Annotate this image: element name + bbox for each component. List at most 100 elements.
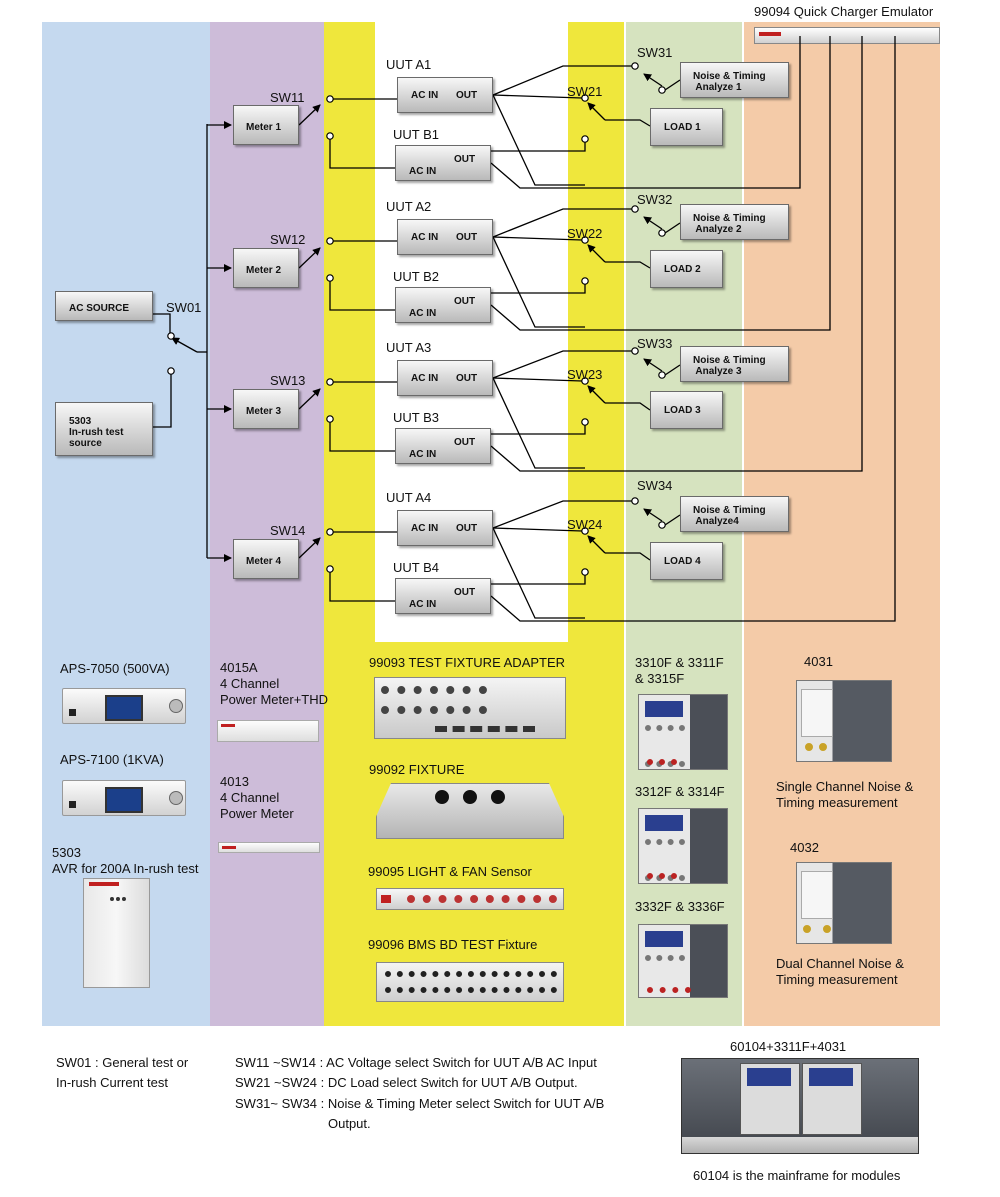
n4032-panel — [801, 871, 833, 919]
sw13-label: SW13 — [270, 373, 306, 388]
sw14-contact-a — [326, 528, 334, 536]
sw24-contact-a — [581, 527, 589, 535]
uut-a3-to-sw23 — [492, 377, 583, 382]
uut-a3-to-sw33 — [492, 350, 632, 379]
sw24-blade — [587, 535, 606, 554]
emulator-logo — [759, 32, 781, 36]
sw11-blade — [298, 104, 321, 126]
uut-a4-label: UUT A4 — [386, 490, 432, 505]
avr5303-device — [83, 878, 150, 988]
meter-3-label: Meter 3 — [246, 406, 282, 417]
sw31-blade — [643, 73, 663, 87]
mainframe-module-2 — [802, 1063, 862, 1135]
uut-a4-ret — [492, 527, 585, 619]
avr5303-label: 5303 AVR for 200A In-rush test — [52, 845, 199, 876]
uut-b2-to-emulator — [490, 36, 831, 331]
sw23-blade — [587, 385, 606, 404]
fix99095-ports — [407, 895, 557, 911]
sw22-to-load — [605, 261, 651, 269]
mainframe-module-1-screen — [747, 1068, 791, 1086]
uut-b1-acin: AC IN — [409, 166, 437, 177]
uut-a4-box: AC IN OUT — [397, 510, 493, 546]
sw11-to-uut-b — [329, 139, 395, 169]
load-3332-keys — [645, 955, 685, 987]
uut-a2-to-sw22 — [492, 236, 583, 241]
fix99096-terminals-bottom — [385, 987, 557, 999]
uut-a4-out: OUT — [456, 523, 478, 534]
load-3310-terminals — [647, 759, 677, 771]
legend-sw01-line2: In-rush Current test — [56, 1075, 168, 1090]
uut-b2-acin: AC IN — [409, 308, 437, 319]
aps7050-knob — [169, 699, 183, 713]
ac-source-box: AC SOURCE — [55, 291, 153, 321]
avr5303-panel — [89, 882, 119, 886]
sw32-contact-b — [658, 229, 666, 237]
sw22-label: SW22 — [567, 226, 603, 241]
fix99095-indicator — [381, 895, 391, 903]
fix99092-label: 99092 FIXTURE — [369, 762, 465, 777]
sw12-contact-a — [326, 237, 334, 245]
sw21-label: SW21 — [567, 84, 603, 99]
fix99095-device — [376, 888, 564, 910]
sw12-to-uut-b — [329, 281, 395, 311]
aps7100-knob — [169, 791, 183, 805]
mainframe-module-1 — [740, 1063, 800, 1135]
uut-a4-acin: AC IN — [411, 523, 439, 534]
inrush-source-wire — [153, 372, 172, 428]
meter-2-label: Meter 2 — [246, 265, 282, 276]
uut-a1-to-sw31 — [492, 65, 632, 96]
sw31-contact-a — [631, 62, 639, 70]
load-3332-screen — [645, 931, 683, 947]
sw14-blade — [298, 537, 321, 559]
meter-2-box: Meter 2 — [233, 248, 299, 288]
sw33-to-analyzer — [664, 364, 681, 376]
uut-a2-out: OUT — [456, 232, 478, 243]
uut-b4-label: UUT B4 — [393, 560, 439, 575]
uut-b3-label: UUT B3 — [393, 410, 439, 425]
sw23-label: SW23 — [567, 367, 603, 382]
analyzer-3-label: Noise & Timing Analyze 3 — [693, 355, 766, 377]
uut-b1-to-emulator — [490, 36, 801, 189]
uut-a2-label: UUT A2 — [386, 199, 432, 214]
uut-b1-label: UUT B1 — [393, 127, 439, 142]
n4032-connectors — [803, 925, 831, 941]
sw01-label: SW01 — [166, 300, 202, 315]
analyzer-3-box: Noise & Timing Analyze 3 — [680, 346, 789, 382]
uut-a4-to-sw34 — [492, 500, 632, 529]
uut-b2-out: OUT — [454, 296, 476, 307]
fix99096-label: 99096 BMS BD TEST Fixture — [368, 937, 538, 952]
sw12-blade — [298, 247, 321, 269]
load-4-label: LOAD 4 — [664, 556, 701, 567]
aps7100-screen — [105, 787, 143, 813]
mainframe-base — [682, 1137, 918, 1153]
sw33-contact-a — [631, 347, 639, 355]
n4031-desc: Single Channel Noise & Timing measuremen… — [776, 779, 914, 810]
uut-b2-to-sw22 — [491, 284, 586, 294]
fix99095-label: 99095 LIGHT & FAN Sensor — [368, 864, 532, 879]
sw21-blade — [587, 102, 606, 121]
power-meter-column — [210, 22, 324, 1026]
uut-b4-acin: AC IN — [409, 599, 437, 610]
uut-a1-to-sw21 — [492, 94, 583, 99]
sw23-contact-b — [581, 418, 589, 426]
sw11-contact-a — [326, 95, 334, 103]
sw22-contact-b — [581, 277, 589, 285]
sw21-contact-b — [581, 135, 589, 143]
meter-3-box: Meter 3 — [233, 389, 299, 429]
uut-b4-to-sw24 — [491, 575, 586, 585]
sw23-contact-a — [581, 377, 589, 385]
aps7050-power-switch — [69, 709, 76, 716]
legend-sw31: SW31~ SW34 : Noise & Timing Meter select… — [235, 1096, 605, 1111]
sw13-blade — [298, 388, 321, 410]
aps7050-screen — [105, 695, 143, 721]
sw34-contact-a — [631, 497, 639, 505]
uut-b1-to-sw21 — [491, 142, 586, 152]
uut-b2-label: UUT B2 — [393, 269, 439, 284]
sw22-blade — [587, 244, 606, 263]
sw11-contact-b — [326, 132, 334, 140]
